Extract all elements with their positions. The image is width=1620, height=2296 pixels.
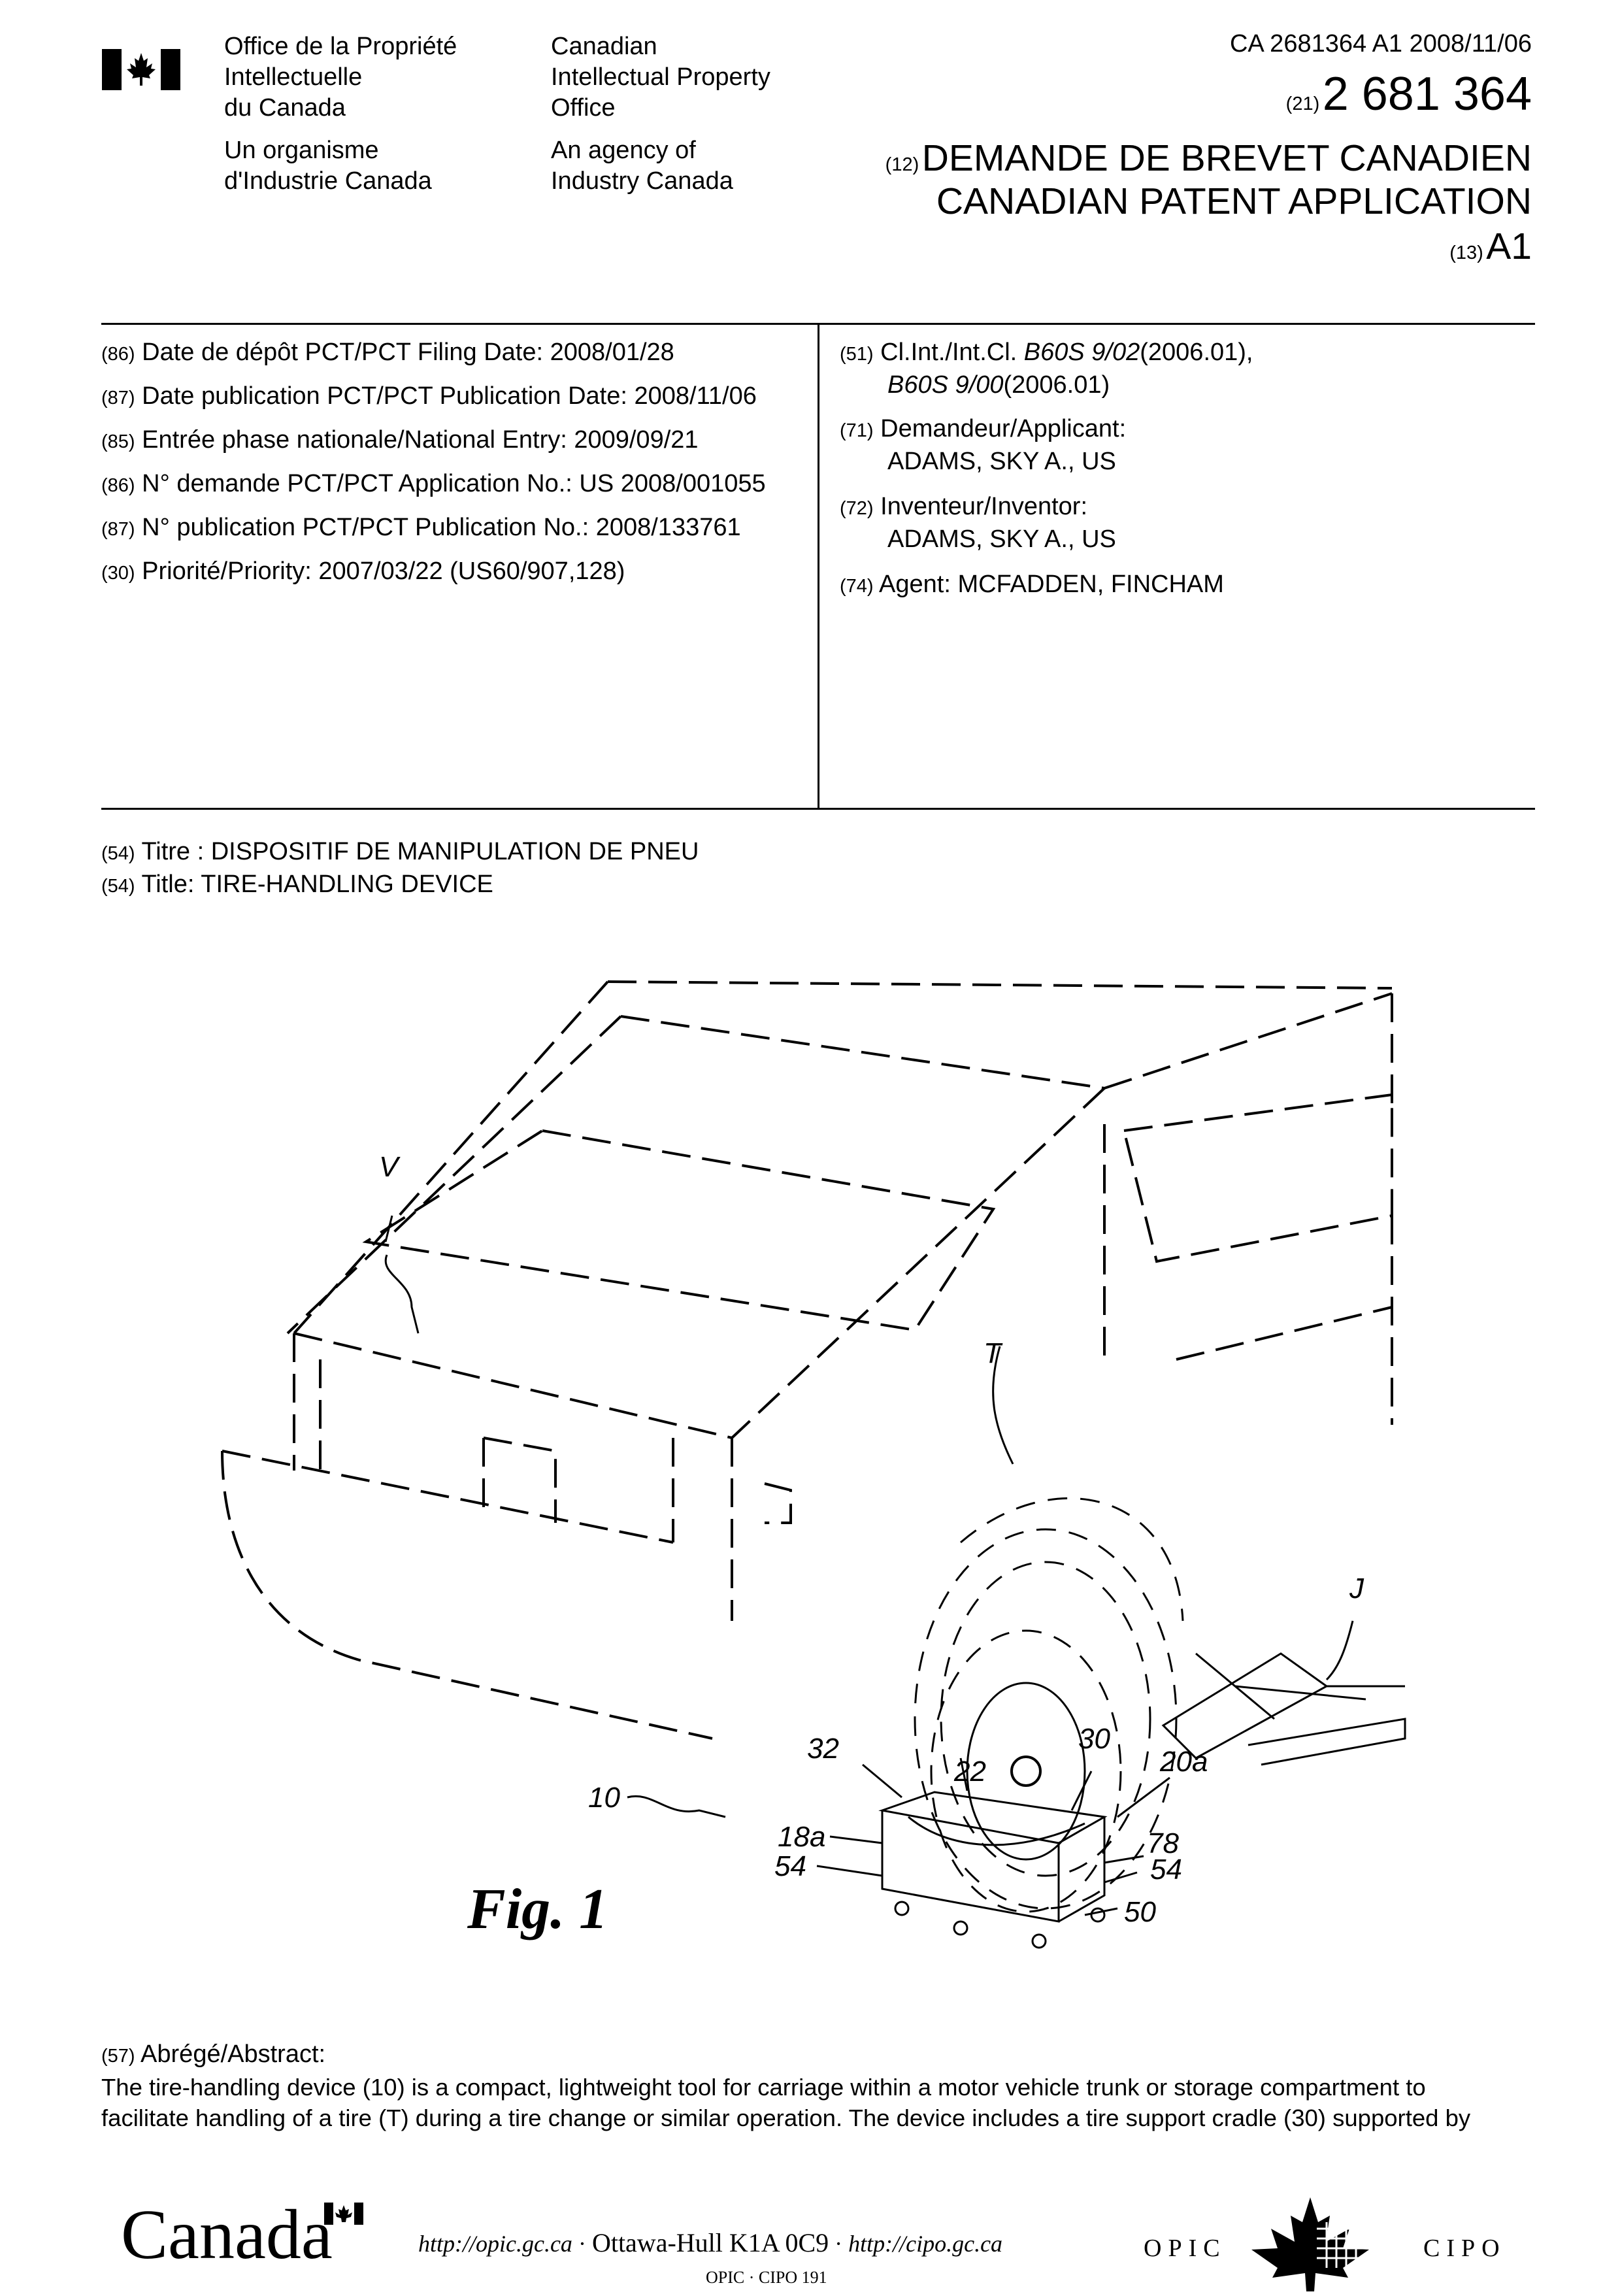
- agency-fr-line1: Un organisme: [224, 135, 432, 166]
- class-1: B60S 9/02: [1024, 339, 1140, 366]
- abstract-line-1: The tire-handling device (10) is a compa…: [101, 2072, 1535, 2103]
- opic-url[interactable]: http://opic.gc.ca: [418, 2231, 572, 2257]
- office-en-line1: Canadian: [551, 31, 770, 62]
- fig-label-54-left: 54: [774, 1850, 806, 1882]
- office-fr-line1: Office de la Propriété: [224, 31, 457, 62]
- biblio-row-86-filing: (86) Date de dépôt PCT/PCT Filing Date: …: [101, 337, 766, 381]
- fig-label-50: 50: [1124, 1896, 1156, 1928]
- inventor-value: ADAMS, SKY A., US: [840, 524, 1253, 555]
- fig-label-20a: 20a: [1159, 1746, 1208, 1778]
- title-en-row: (54) Title: TIRE-HANDLING DEVICE: [101, 869, 699, 902]
- agent-row: (74) Agent: MCFADDEN, FINCHAM: [840, 569, 1253, 602]
- office-name-en: Canadian Intellectual Property Office: [551, 31, 770, 124]
- inventor-label-row: (72) Inventeur/Inventor:: [840, 491, 1253, 524]
- biblio-row-85-entry: (85) Entrée phase nationale/National Ent…: [101, 425, 766, 469]
- bottom-rule: [101, 808, 1535, 810]
- office-en-line3: Office: [551, 93, 770, 124]
- biblio-row-86-appno: (86) N° demande PCT/PCT Application No.:…: [101, 469, 766, 512]
- patent-title-en: CANADIAN PATENT APPLICATION: [936, 180, 1532, 222]
- agency-fr: Un organisme d'Industrie Canada: [224, 135, 432, 197]
- city-address: Ottawa-Hull K1A 0C9: [592, 2228, 829, 2257]
- agency-fr-line2: d'Industrie Canada: [224, 166, 432, 197]
- code-21: (21): [1286, 93, 1320, 114]
- fig-label-22: 22: [953, 1755, 986, 1788]
- patent-figure-1: V T J 10 32 22 30 20a 18a 54 78 54 50 Fi…: [216, 967, 1418, 1987]
- int-class-row: (51) Cl.Int./Int.Cl. B60S 9/02(2006.01),: [840, 337, 1253, 370]
- canada-flag-logo: [102, 49, 180, 90]
- office-name-fr: Office de la Propriété Intellectuelle du…: [224, 31, 457, 124]
- fig-label-18a: 18a: [778, 1821, 825, 1853]
- code-13: (13): [1449, 242, 1483, 263]
- footer-contact-line: http://opic.gc.ca · Ottawa-Hull K1A 0C9 …: [418, 2229, 1002, 2258]
- cipo-url[interactable]: http://cipo.gc.ca: [848, 2231, 1002, 2257]
- biblio-row-87-pubno: (87) N° publication PCT/PCT Publication …: [101, 512, 766, 556]
- abstract-line-2: facilitate handling of a tire (T) during…: [101, 2103, 1535, 2133]
- agency-en-line1: An agency of: [551, 135, 733, 166]
- fig-label-v: V: [379, 1151, 401, 1183]
- cipo-label: CIPO: [1423, 2234, 1506, 2263]
- agency-en: An agency of Industry Canada: [551, 135, 733, 197]
- canada-wordmark: Canada: [121, 2199, 333, 2271]
- applicant-label-row: (71) Demandeur/Applicant:: [840, 414, 1253, 446]
- office-en-line2: Intellectual Property: [551, 62, 770, 93]
- titre-fr: DISPOSITIF DE MANIPULATION DE PNEU: [211, 838, 699, 865]
- wordmark-flag-icon: [324, 2203, 363, 2225]
- biblio-row-87-pubdate: (87) Date publication PCT/PCT Publicatio…: [101, 381, 766, 425]
- fig-label-54-right: 54: [1150, 1854, 1182, 1886]
- application-number: 2 681 364: [1323, 68, 1532, 120]
- opic-label: OPIC: [1144, 2234, 1227, 2263]
- office-fr-line3: du Canada: [224, 93, 457, 124]
- column-divider: [818, 323, 819, 809]
- biblio-right: (51) Cl.Int./Int.Cl. B60S 9/02(2006.01),…: [840, 337, 1253, 602]
- abstract-block: (57) Abrégé/Abstract: The tire-handling …: [101, 2039, 1535, 2133]
- fig-label-j: J: [1349, 1572, 1364, 1605]
- titre-fr-row: (54) Titre : DISPOSITIF DE MANIPULATION …: [101, 837, 699, 869]
- application-number-block: (21) 2 681 364: [1286, 68, 1532, 120]
- fig-label-32: 32: [807, 1733, 839, 1765]
- patent-title-fr-block: (12) DEMANDE DE BREVET CANADIEN: [885, 137, 1532, 179]
- kind-code-block: (13) A1: [1449, 225, 1532, 267]
- applicant-value: ADAMS, SKY A., US: [840, 446, 1253, 477]
- agency-en-line2: Industry Canada: [551, 166, 733, 197]
- class-2: B60S 9/00: [887, 371, 1003, 399]
- patent-title-fr: DEMANDE DE BREVET CANADIEN: [922, 137, 1532, 179]
- kind-code: A1: [1486, 225, 1532, 267]
- fig-label-30: 30: [1078, 1723, 1110, 1755]
- biblio-row-30-priority: (30) Priorité/Priority: 2007/03/22 (US60…: [101, 556, 766, 600]
- biblio-left: (86) Date de dépôt PCT/PCT Filing Date: …: [101, 337, 766, 600]
- code-12: (12): [885, 154, 919, 175]
- fig-label-10: 10: [588, 1782, 620, 1814]
- opic-cipo-maple-leaf-logo: [1245, 2196, 1376, 2293]
- int-class-row-2: B60S 9/00(2006.01): [840, 370, 1253, 401]
- titles-block: (54) Titre : DISPOSITIF DE MANIPULATION …: [101, 837, 699, 902]
- fig-label-t: T: [984, 1337, 1003, 1369]
- abstract-heading: (57) Abrégé/Abstract:: [101, 2039, 1535, 2072]
- document-reference: CA 2681364 A1 2008/11/06: [1230, 29, 1532, 59]
- office-fr-line2: Intellectuelle: [224, 62, 457, 93]
- figure-caption: Fig. 1: [467, 1878, 608, 1941]
- form-number: OPIC · CIPO 191: [706, 2268, 827, 2288]
- title-en: TIRE-HANDLING DEVICE: [201, 871, 493, 898]
